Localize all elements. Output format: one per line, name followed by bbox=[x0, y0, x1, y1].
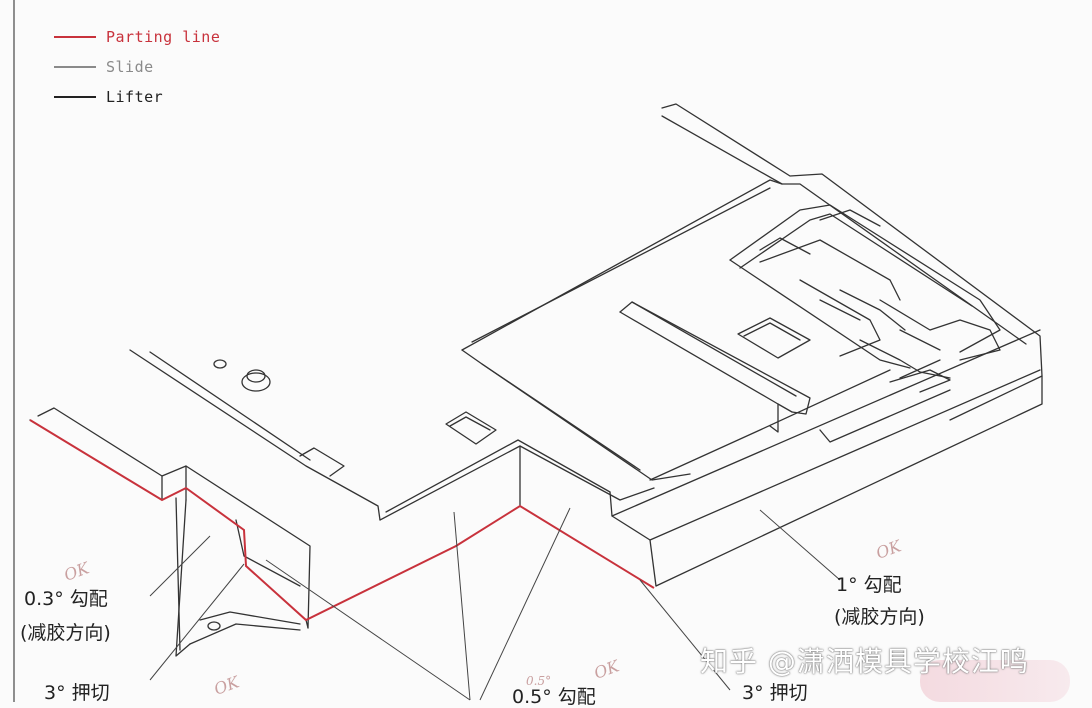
rib bbox=[619, 301, 811, 433]
note-draft-0-3: 0.3° 勾配 bbox=[24, 588, 108, 610]
parting-line-swatch bbox=[54, 36, 96, 38]
watermark: 知乎 @潇洒模具学校江鸣 bbox=[700, 645, 1029, 678]
legend-label: Parting line bbox=[106, 28, 221, 46]
note-draft-1: 1° 勾配 bbox=[836, 574, 902, 596]
legend-item-lifter: Lifter bbox=[54, 82, 220, 112]
notch bbox=[299, 447, 345, 477]
legend-label: Slide bbox=[106, 58, 154, 76]
square-hole-lower bbox=[445, 411, 497, 445]
legend-label: Lifter bbox=[106, 88, 164, 106]
slide-swatch bbox=[54, 66, 96, 68]
leader-lines bbox=[149, 507, 841, 701]
lifter-swatch bbox=[54, 96, 96, 98]
note-shutoff-left: 3° 押切 bbox=[44, 682, 110, 704]
legend: Parting line Slide Lifter bbox=[54, 22, 220, 112]
note-draft-1-direction: (减胶方向) bbox=[834, 606, 925, 628]
note-shutoff-right: 3° 押切 bbox=[742, 682, 808, 704]
legend-item-parting-line: Parting line bbox=[54, 22, 220, 52]
square-hole-upper bbox=[737, 317, 811, 359]
boss bbox=[207, 359, 271, 631]
parting-line bbox=[29, 419, 655, 622]
handwritten-angle: 0.5° bbox=[526, 674, 552, 688]
watermark-badge bbox=[920, 660, 1070, 702]
raised-plate bbox=[461, 103, 1043, 481]
pocket-details bbox=[729, 204, 1001, 393]
note-draft-0-5: 0.5° 勾配 bbox=[512, 686, 596, 708]
note-draft-0-3-direction: (减胶方向) bbox=[20, 622, 111, 644]
legend-item-slide: Slide bbox=[54, 52, 220, 82]
